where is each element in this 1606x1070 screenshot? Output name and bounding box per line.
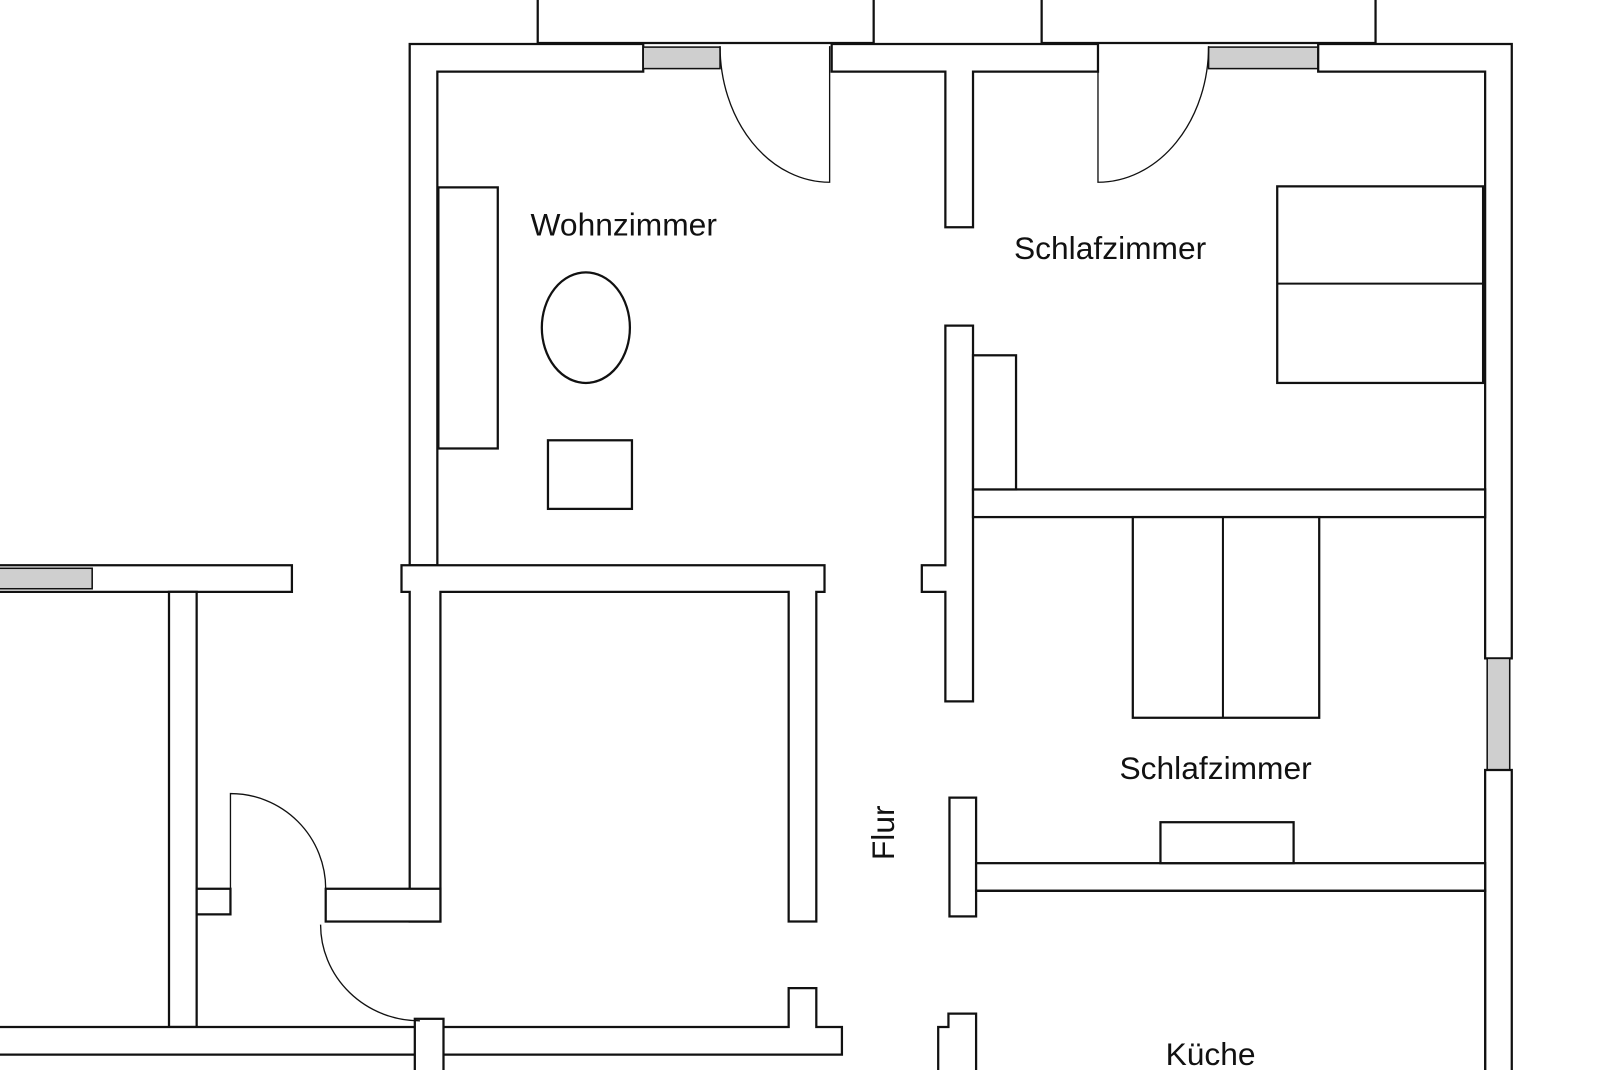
label-hallway: Flur [865, 805, 901, 860]
label-bedroom-1: Schlafzimmer [1014, 230, 1207, 266]
balcony-right [1040, 0, 1377, 45]
desk [1159, 821, 1295, 865]
door-bedroom-1[interactable] [1097, 46, 1210, 183]
label-kitchen: Küche [1166, 1036, 1256, 1070]
interior-walls [0, 324, 1487, 1070]
side-table [546, 439, 634, 511]
door-living-room[interactable] [719, 46, 831, 183]
wardrobe [971, 354, 1018, 491]
balcony-left [536, 0, 875, 45]
oval-table [540, 271, 632, 385]
sofa [437, 186, 499, 450]
door-lower[interactable] [319, 924, 420, 1022]
label-living-room: Wohnzimmer [531, 207, 718, 243]
twin-bed [1131, 515, 1321, 719]
label-bedroom-2: Schlafzimmer [1119, 750, 1312, 786]
door-entrance[interactable] [229, 792, 327, 889]
